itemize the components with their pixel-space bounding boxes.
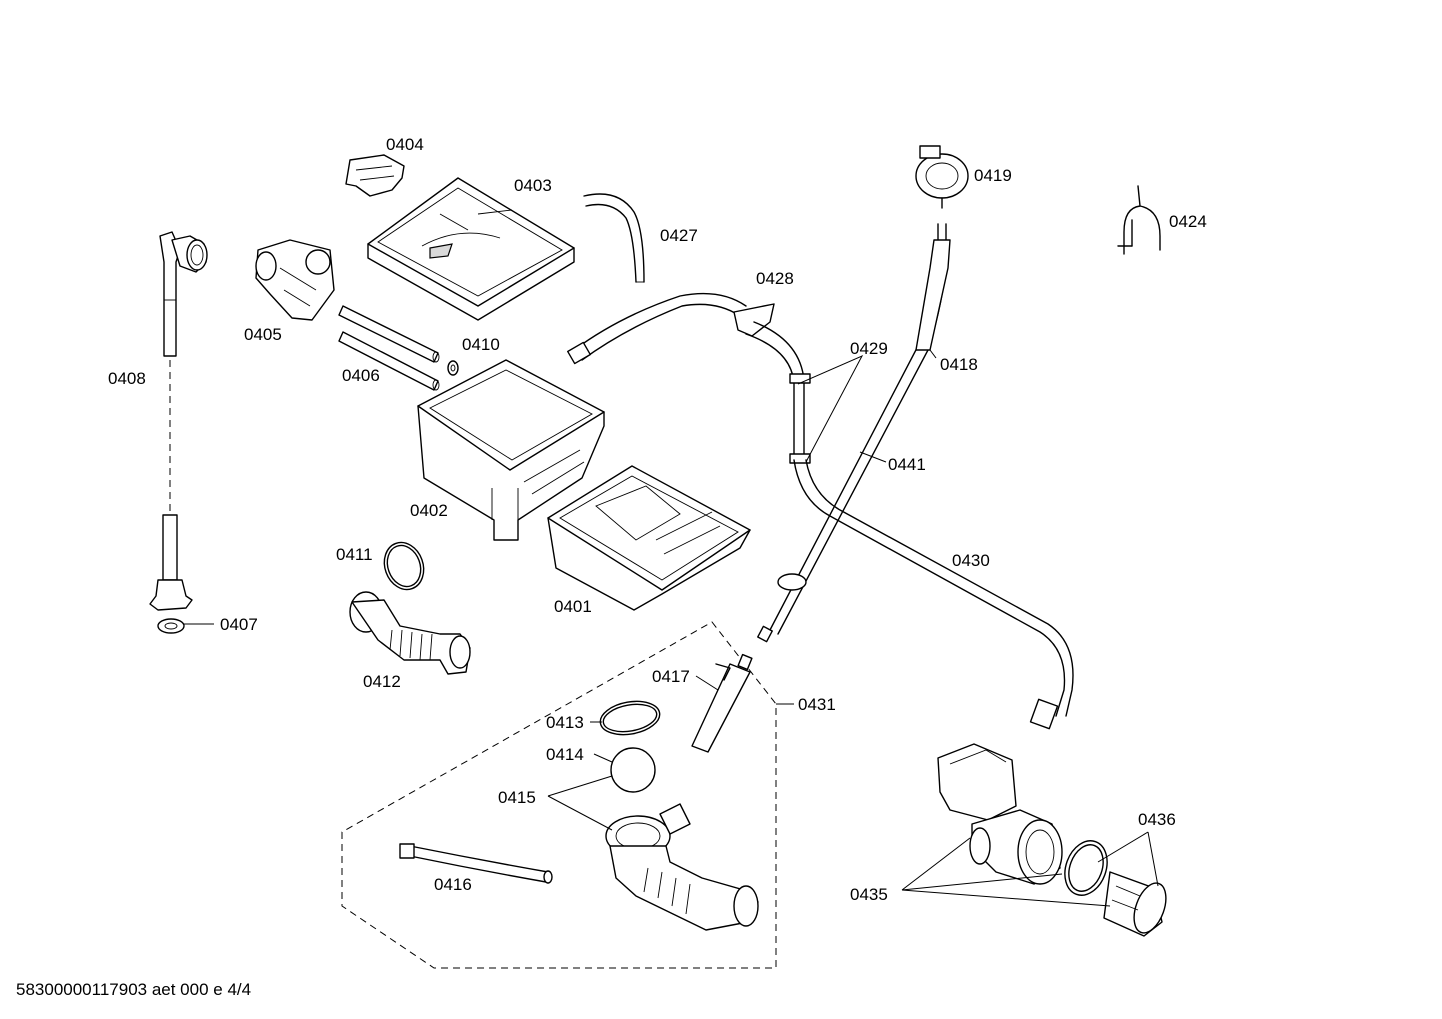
label-0435: 0435 — [850, 885, 888, 904]
part-0410-washer — [447, 360, 459, 376]
part-0429-clamps — [789, 373, 811, 464]
leader-lines — [183, 349, 1159, 907]
part-0427-hose — [583, 193, 645, 283]
part-0419-pressure-switch — [915, 145, 969, 209]
label-0436: 0436 — [1138, 810, 1176, 829]
label-0418: 0418 — [940, 355, 978, 374]
part-0407-hose-end — [149, 514, 193, 634]
label-0430: 0430 — [952, 551, 990, 570]
label-0403: 0403 — [514, 176, 552, 195]
part-0431-group-outline — [341, 621, 777, 969]
label-0427: 0427 — [660, 226, 698, 245]
label-0441: 0441 — [888, 455, 926, 474]
label-0410: 0410 — [462, 335, 500, 354]
part-0436-filter — [1064, 840, 1167, 937]
label-0407: 0407 — [220, 615, 258, 634]
part-0413-ring — [599, 700, 661, 736]
part-labels: 0404 0403 0427 0428 0419 0424 0405 0410 … — [108, 135, 1207, 904]
part-0401-dispenser-drawer — [547, 465, 751, 611]
part-0404-clip — [345, 154, 405, 197]
label-0404: 0404 — [386, 135, 424, 154]
drawing-reference-number: 58300000117903 aet 000 e 4/4 — [16, 980, 252, 999]
part-0405-water-valve — [255, 239, 335, 321]
part-0411-ring — [383, 541, 425, 591]
part-0424-bracket — [1117, 185, 1161, 255]
label-0424: 0424 — [1169, 212, 1207, 231]
label-0402: 0402 — [410, 501, 448, 520]
part-0416-hose — [399, 843, 553, 884]
label-0414: 0414 — [546, 745, 584, 764]
part-0428-hose — [567, 292, 805, 457]
label-0419: 0419 — [974, 166, 1012, 185]
part-0435-drain-pump — [937, 743, 1063, 885]
label-0413: 0413 — [546, 713, 584, 732]
part-0415-sump — [605, 803, 759, 931]
label-0406: 0406 — [342, 366, 380, 385]
label-0415: 0415 — [498, 788, 536, 807]
part-0408-inlet-hose — [159, 231, 208, 515]
part-0430-drain-hose — [793, 459, 1074, 730]
label-0417: 0417 — [652, 667, 690, 686]
part-0414-ball — [610, 747, 656, 793]
label-0411: 0411 — [336, 545, 373, 564]
label-0416: 0416 — [434, 875, 472, 894]
part-0412-bellows — [349, 591, 471, 675]
part-0403-dispenser-cover — [367, 177, 575, 321]
part-0418-0441-pressure-tube — [757, 223, 951, 643]
label-0405: 0405 — [244, 325, 282, 344]
label-0412: 0412 — [363, 672, 401, 691]
label-0428: 0428 — [756, 269, 794, 288]
part-0417-element — [691, 653, 753, 753]
part-0402-dispenser-housing — [417, 359, 605, 541]
label-0401: 0401 — [554, 597, 592, 616]
part-0406-tubes — [338, 305, 440, 391]
label-0408: 0408 — [108, 369, 146, 388]
label-0429: 0429 — [850, 339, 888, 358]
label-0431: 0431 — [798, 695, 836, 714]
